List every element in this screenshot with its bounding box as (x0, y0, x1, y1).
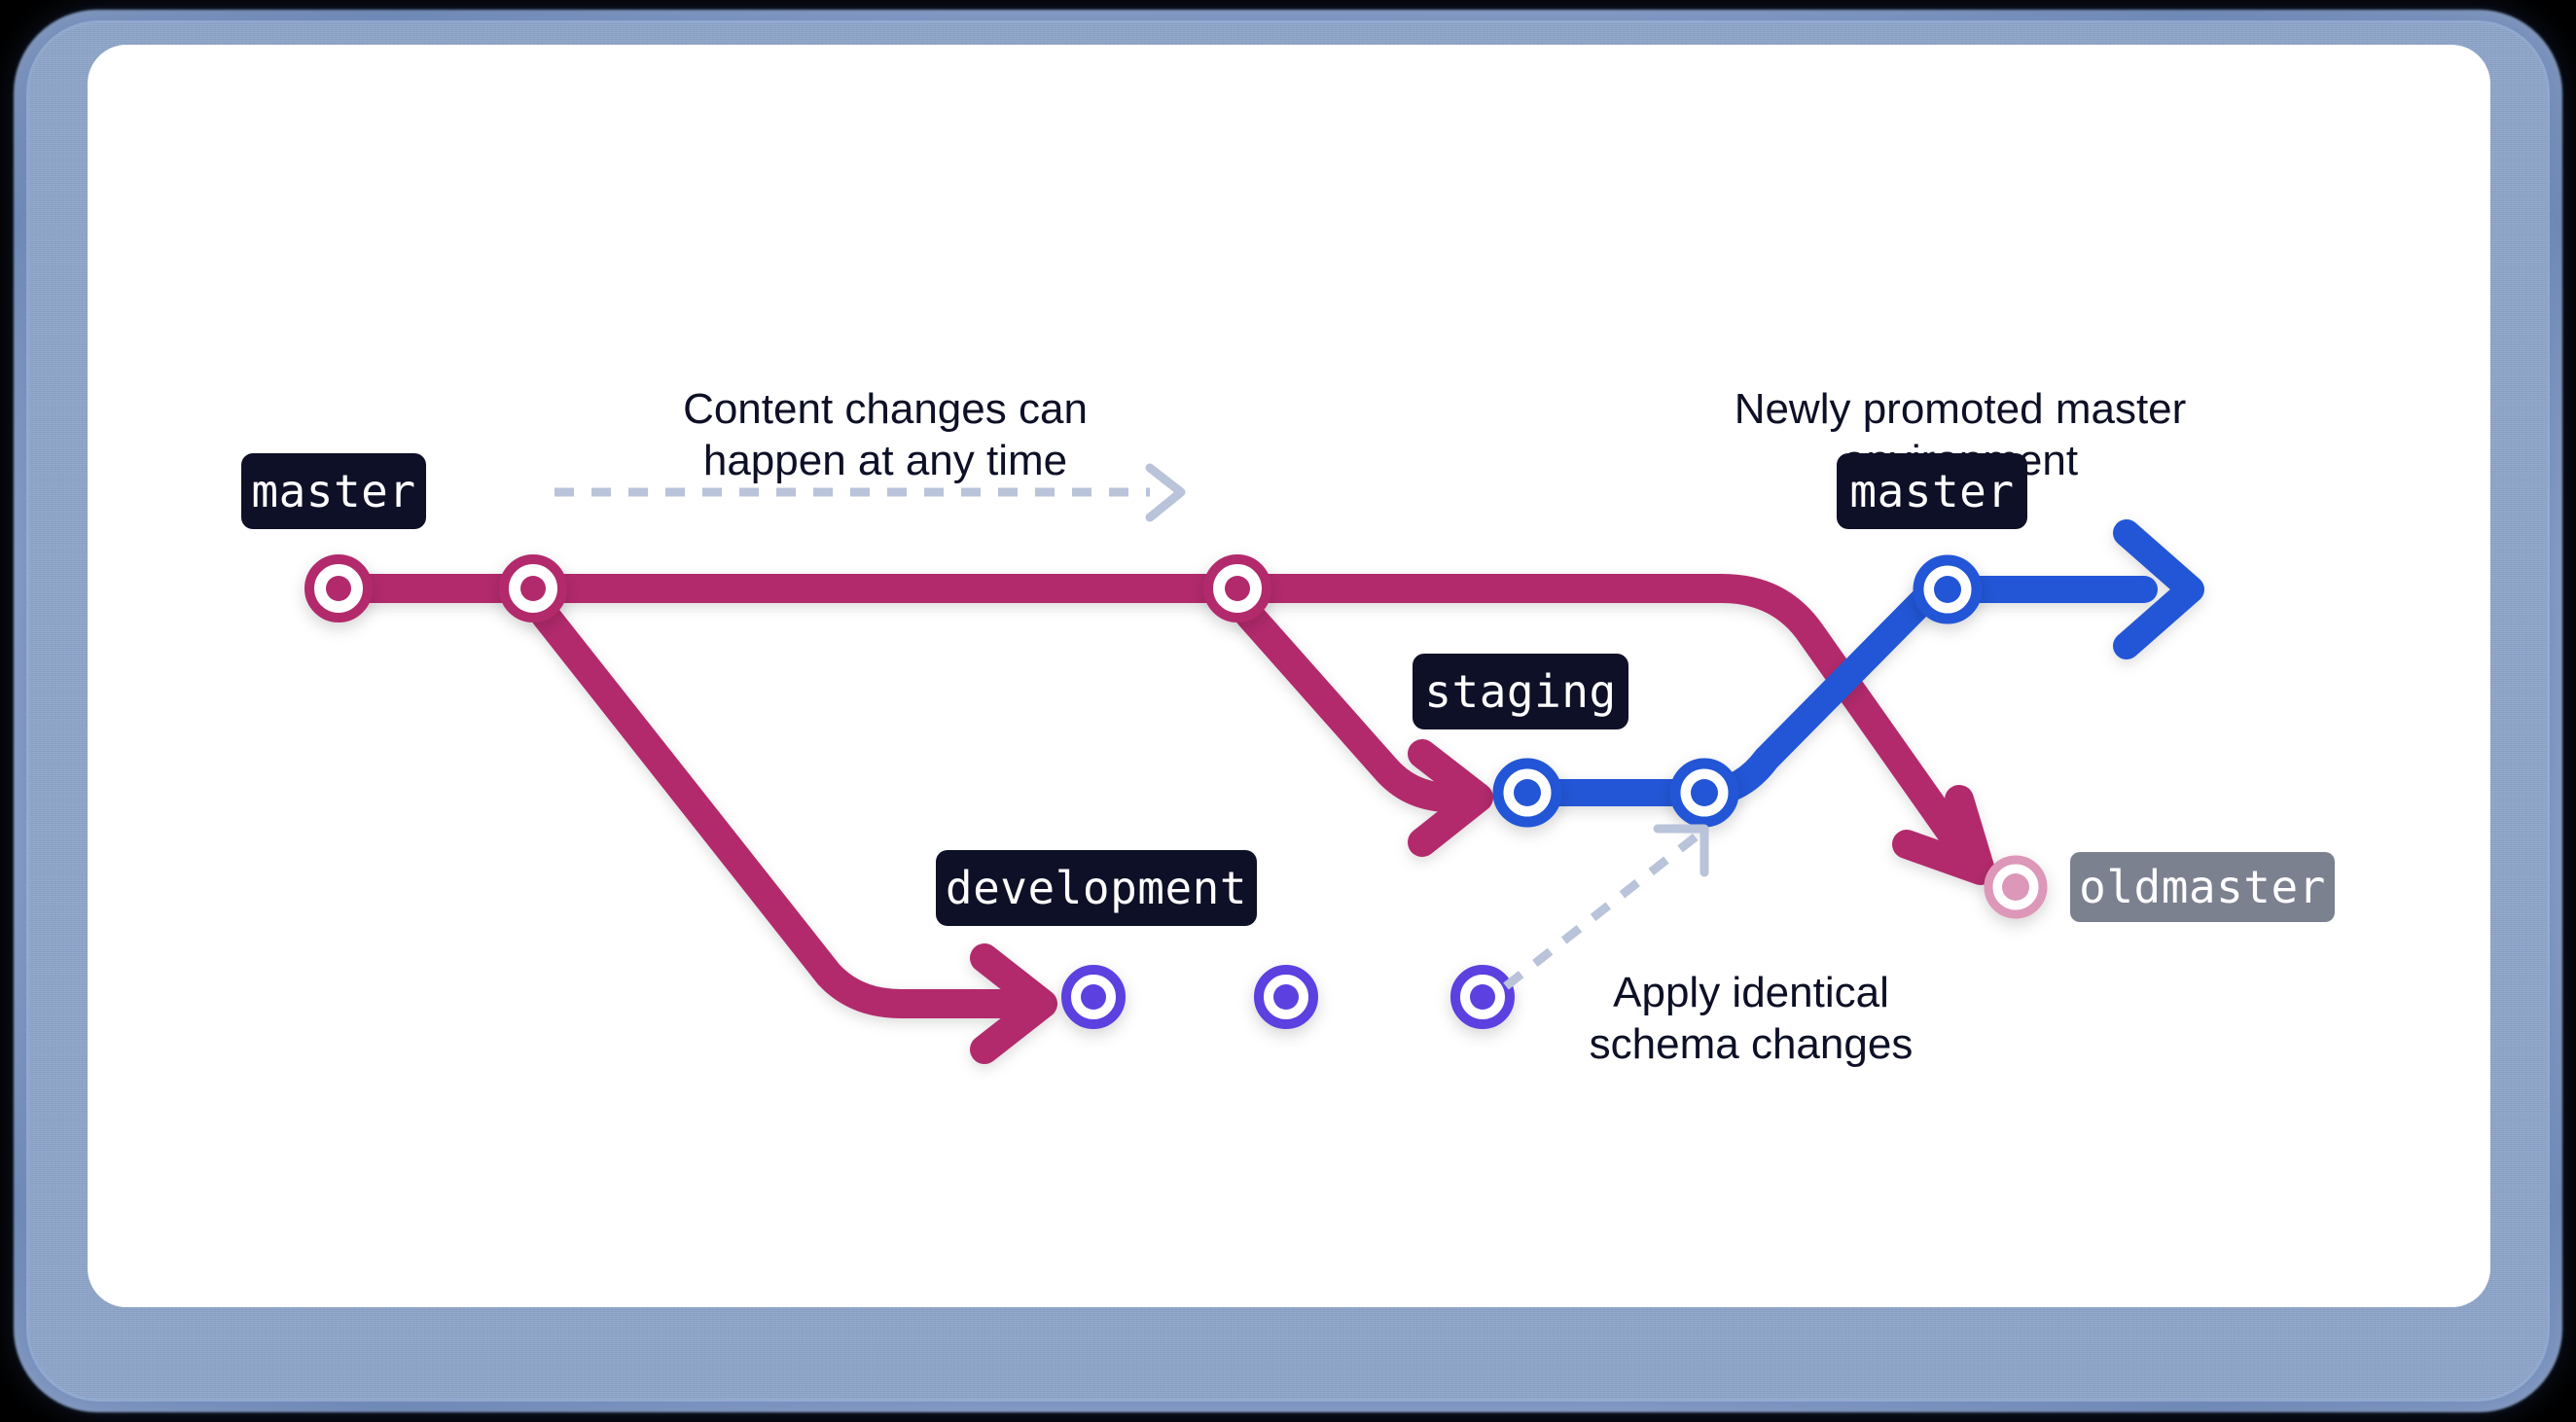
master-to-development-arrowhead (970, 943, 1057, 1064)
commit-nodes (304, 554, 2048, 1029)
commit-node-development-3[interactable] (1450, 965, 1515, 1029)
badge-staging-label: staging (1424, 665, 1617, 718)
annotation-content-changes: Content changes can happen at any time (642, 331, 1128, 487)
commit-node-master-promoted[interactable] (1913, 554, 1983, 624)
master-to-oldmaster-arrowhead (1892, 785, 1995, 885)
badge-oldmaster[interactable]: oldmaster (2070, 852, 2335, 922)
commit-node-staging-2[interactable] (1669, 758, 1739, 828)
staging-promote-arrowhead (2113, 519, 2204, 659)
badge-staging[interactable]: staging (1413, 654, 1628, 729)
master-mainline (324, 574, 1972, 856)
badge-oldmaster-label: oldmaster (2079, 861, 2326, 913)
badge-development[interactable]: development (936, 850, 1257, 926)
badge-master-right[interactable]: master (1837, 453, 2027, 529)
annotation-apply-schema: Apply identical schema changes (1586, 914, 1916, 1071)
master-to-staging-arrowhead (1408, 739, 1493, 857)
commit-node-master-2[interactable] (499, 554, 567, 622)
annotation-newly-promoted: Newly promoted master environment (1683, 331, 2237, 487)
badge-master-left[interactable]: master (241, 453, 426, 529)
apply-schema-arrowhead-icon (1653, 824, 1709, 877)
commit-node-development-1[interactable] (1061, 965, 1126, 1029)
branch-master (324, 574, 1995, 1064)
commit-node-master-1[interactable] (304, 554, 373, 622)
commit-node-oldmaster[interactable] (1984, 855, 2048, 919)
master-to-development-line (530, 600, 1024, 1018)
content-changes-arrowhead-icon (1145, 463, 1186, 522)
master-to-staging-line (1234, 600, 1462, 812)
badge-master-left-label: master (251, 465, 416, 517)
commit-node-development-2[interactable] (1254, 965, 1318, 1029)
badge-master-right-label: master (1849, 465, 2015, 517)
annotation-content-changes-text: Content changes can happen at any time (683, 384, 1088, 485)
annotation-apply-schema-text: Apply identical schema changes (1589, 968, 1914, 1069)
apply-schema-dashed-arrow (1503, 831, 1701, 990)
commit-node-master-3[interactable] (1203, 554, 1271, 622)
commit-node-staging-1[interactable] (1492, 758, 1562, 828)
annotation-newly-promoted-text: Newly promoted master environment (1734, 384, 2187, 485)
badge-development-label: development (945, 862, 1248, 914)
annotation-arrows (555, 463, 1709, 990)
